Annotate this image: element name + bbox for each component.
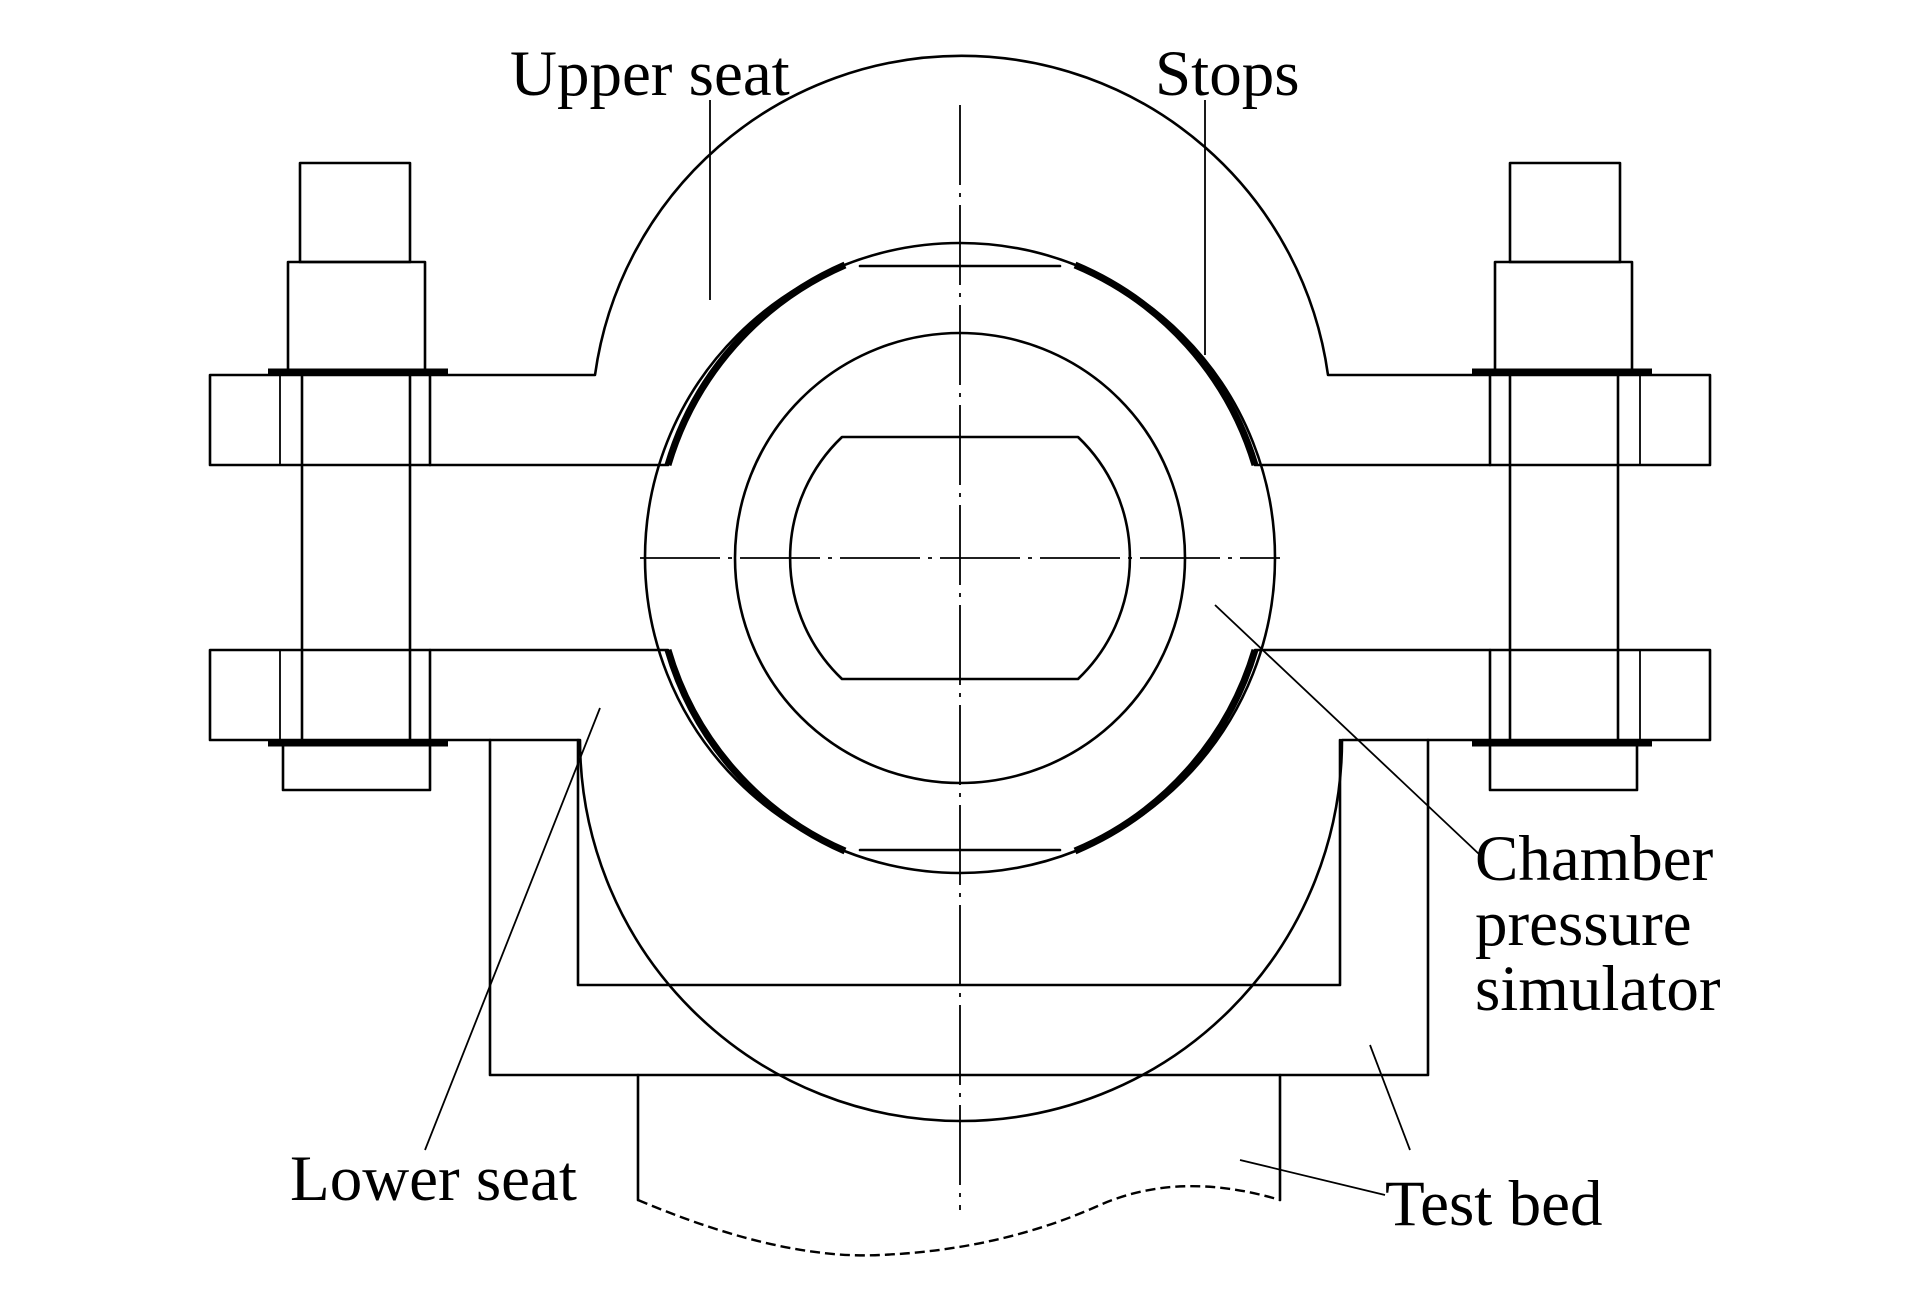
upper-seat: [428, 54, 1492, 467]
lower-seat-leader: [424, 707, 601, 1151]
leader-lines: [424, 100, 1481, 1196]
chamber-label-line1: Chamber: [1475, 823, 1714, 895]
test-bed-break-line: [637, 1185, 1281, 1257]
lower-seat: [428, 648, 1492, 1123]
left-bolt-assembly: [208, 161, 448, 792]
test-bed-leader-2: [1239, 1159, 1386, 1196]
right-bolt-assembly: [1472, 161, 1712, 792]
chamber-label-line3: simulator: [1475, 953, 1721, 1025]
chamber-leader: [1214, 604, 1481, 856]
test-bed-leader-1: [1369, 1044, 1411, 1151]
chamber-label-line2: pressure: [1475, 888, 1692, 960]
stops-label: Stops: [1155, 38, 1300, 110]
upper-seat-label: Upper seat: [510, 38, 790, 110]
lower-seat-label: Lower seat: [290, 1143, 577, 1215]
stops: [664, 261, 1259, 855]
test-bed: [488, 738, 1430, 1257]
test-bed-label: Test bed: [1385, 1168, 1602, 1240]
center-lines: [640, 105, 1280, 1210]
